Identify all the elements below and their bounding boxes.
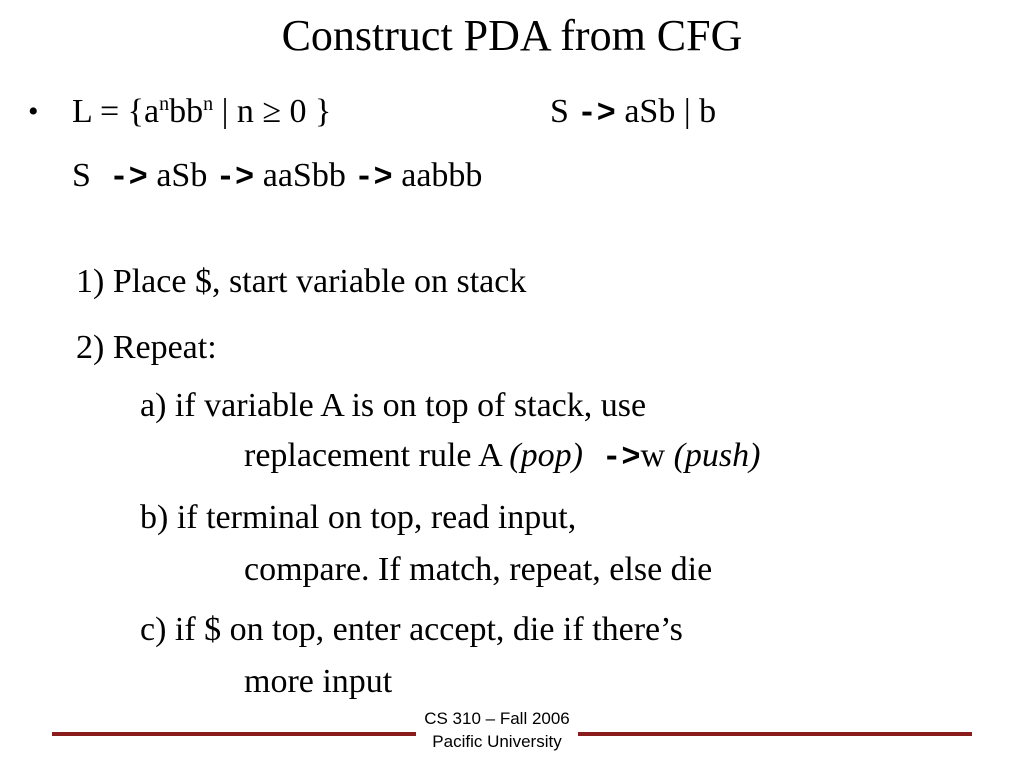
step-2a-arrow: -> [582,439,641,476]
derivation-step-2: aaSbb [254,157,355,194]
step-1: 1) Place $, start variable on stack [76,263,527,300]
derivation-arrow-1: -> [109,159,148,196]
derivation-arrow-3: -> [354,159,393,196]
step-2b-line-1: b) if terminal on top, read input, [140,499,577,536]
derivation-step-3: aabbb [392,157,483,194]
grammar-rule: S -> aSb | b [550,92,716,134]
language-exponent-1: n [159,93,170,115]
bullet-icon: • [28,95,39,128]
footer-rule-left [52,732,416,736]
step-2c-line-1: c) if $ on top, enter accept, die if the… [140,611,683,648]
footer-rule-right [578,732,972,736]
step-2a-push: (push) [673,437,761,474]
language-definition: L = {anbbn | n ≥ 0 } [72,92,331,136]
language-rest: | n ≥ 0 } [213,93,332,130]
step-2a-w: w [640,437,674,474]
step-2a-pop: (pop) [509,437,583,474]
derivation-arrow-2: -> [215,159,255,196]
slide-title: Construct PDA from CFG [281,11,743,60]
step-2a-rule-text: replacement rule A [244,437,510,474]
derivation: S -> aSb -> aaSbb -> aabbb [72,156,482,198]
footer-course: CS 310 – Fall 2006 [424,709,570,728]
footer-school: Pacific University [432,732,562,751]
step-2b-line-2: compare. If match, repeat, else die [244,551,713,588]
grammar-lhs: S [550,93,578,130]
language-mid: bb [169,93,204,130]
derivation-start: S [72,157,100,194]
language-exponent-2: n [203,93,214,115]
step-2c-line-2: more input [244,663,393,700]
derivation-step-1: aSb [147,157,216,194]
grammar-rhs: aSb | b [615,93,717,130]
grammar-arrow: -> [577,95,616,132]
step-2a-line-1: a) if variable A is on top of stack, use [140,387,647,424]
step-2a-line-2: replacement rule A (pop) ->w (push) [244,436,761,478]
language-lhs: L = {a [72,93,160,130]
step-2: 2) Repeat: [76,329,217,366]
